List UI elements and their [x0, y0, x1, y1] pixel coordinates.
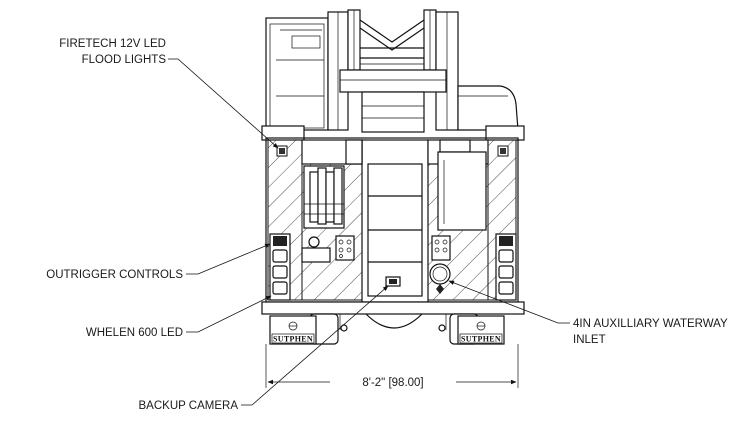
flood-light-left	[276, 145, 288, 157]
callout-flood-lights: FIRETECH 12V LED FLOOD LIGHTS	[59, 38, 279, 149]
width-dimension-label: 8'-2" [98.00]	[362, 377, 423, 389]
whelen-light-stack-left	[269, 233, 291, 301]
waterway-inlet	[429, 263, 451, 294]
mudflap-brand-right: SUTPHEN	[461, 335, 501, 344]
outrigger-control-panel	[301, 235, 451, 263]
callout-flood-lights-line2: FLOOD LIGHTS	[82, 54, 167, 66]
callout-waterway-inlet-line1: 4IN AUXILLIARY WATERWAY	[573, 318, 728, 330]
flood-light-right	[497, 145, 509, 157]
callout-backup-camera: BACKUP CAMERA	[139, 285, 389, 412]
mudflap-brand-left: SUTPHEN	[273, 335, 313, 344]
callout-waterway-inlet: 4IN AUXILLIARY WATERWAY INLET	[448, 280, 728, 346]
callout-outrigger-controls: OUTRIGGER CONTROLS	[46, 243, 271, 281]
aerial-ladder-assembly	[261, 9, 525, 141]
outrigger-hose-bundle	[303, 165, 345, 229]
mudflap-left: SUTPHEN	[269, 315, 317, 345]
mudflap-right: SUTPHEN	[457, 315, 505, 345]
whelen-light-stack-right	[495, 233, 517, 301]
callout-whelen-led: WHELEN 600 LED	[86, 295, 272, 339]
callout-waterway-inlet-line2: INLET	[573, 334, 606, 346]
width-dimension: 8'-2" [98.00]	[265, 344, 519, 389]
callout-whelen-led-label: WHELEN 600 LED	[86, 327, 183, 339]
backup-camera	[385, 276, 401, 287]
callout-outrigger-controls-label: OUTRIGGER CONTROLS	[46, 269, 183, 281]
callout-flood-lights-line1: FIRETECH 12V LED	[59, 38, 166, 50]
callout-backup-camera-label: BACKUP CAMERA	[139, 400, 239, 412]
